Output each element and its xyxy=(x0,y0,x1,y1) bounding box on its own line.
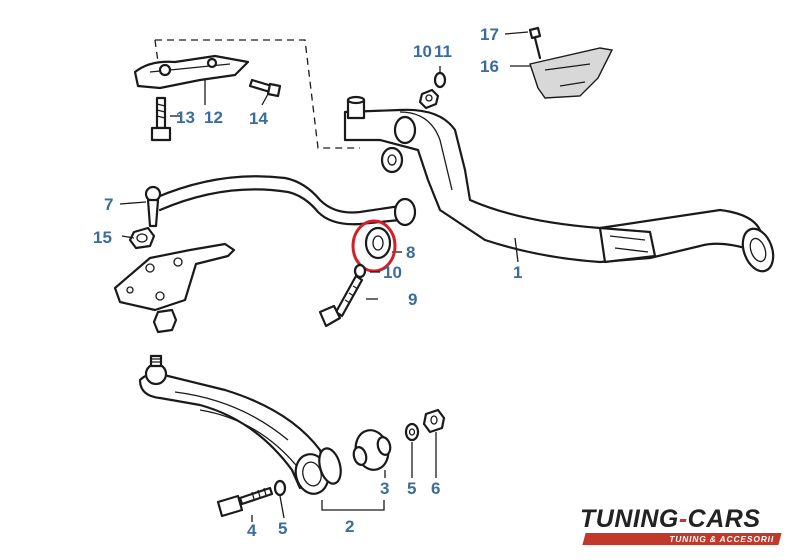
part-7-link-rod xyxy=(119,185,162,228)
logo-subtitle: TUNING & ACCESORII xyxy=(669,534,774,544)
part-2-bushing-sleeve xyxy=(294,447,342,495)
callout-9: 9 xyxy=(408,290,417,309)
highlight-circle xyxy=(351,219,397,273)
callout-11: 11 xyxy=(434,42,452,61)
callout-1: 1 xyxy=(513,263,522,282)
part-5-washer-left xyxy=(273,479,287,519)
part-3-rubber-bushing xyxy=(352,429,392,478)
callout-14: 14 xyxy=(249,109,268,128)
logo-dash: - xyxy=(678,505,688,533)
stabilizer-bar xyxy=(153,175,417,227)
callout-12: 12 xyxy=(204,108,223,127)
part-1-crossmember xyxy=(343,95,775,273)
callout-5-left: 5 xyxy=(278,519,287,538)
callout-6: 6 xyxy=(431,479,440,498)
part-9-bolt xyxy=(318,274,378,328)
logo-word-cars: CARS xyxy=(687,505,761,533)
part-17-screw xyxy=(504,26,542,60)
callout-5-right: 5 xyxy=(407,479,416,498)
callout-17: 17 xyxy=(480,25,499,44)
part-5-washer-right xyxy=(404,422,420,478)
callout-10-upper: 10 xyxy=(413,42,432,61)
leader-lines xyxy=(121,115,180,239)
callout-10-lower: 10 xyxy=(383,263,402,282)
logo-wordmark: TUNING-CARS xyxy=(580,505,761,534)
logo-word-tuning: TUNING xyxy=(580,505,679,533)
steering-arm-plate xyxy=(113,242,236,334)
part-16-shield xyxy=(510,47,614,99)
part-10-washer xyxy=(353,263,380,279)
part-4-bolt xyxy=(216,486,274,522)
part-8-bushing xyxy=(364,226,402,260)
dashed-assembly-lines xyxy=(154,39,360,149)
callout-2: 2 xyxy=(345,517,354,536)
callout-16: 16 xyxy=(480,57,499,76)
part-13-bolt xyxy=(150,96,172,142)
callout-3: 3 xyxy=(380,479,389,498)
callout-4: 4 xyxy=(247,521,257,540)
callout-7: 7 xyxy=(104,195,113,214)
part-2-leader xyxy=(321,500,385,511)
tuning-cars-logo: TUNING-CARS TUNING & ACCESORII xyxy=(580,505,782,550)
part-6-nut xyxy=(422,408,446,478)
callout-8: 8 xyxy=(406,243,415,262)
callout-labels: 1 2 3 4 5 5 6 7 8 9 10 10 11 12 13 14 15… xyxy=(93,25,522,540)
callout-15: 15 xyxy=(93,228,112,247)
part-15-nut xyxy=(128,226,156,250)
part-14-screw xyxy=(248,78,282,106)
part-12-bracket xyxy=(133,54,250,105)
part-11-nut xyxy=(418,66,447,110)
callout-13: 13 xyxy=(176,108,195,127)
